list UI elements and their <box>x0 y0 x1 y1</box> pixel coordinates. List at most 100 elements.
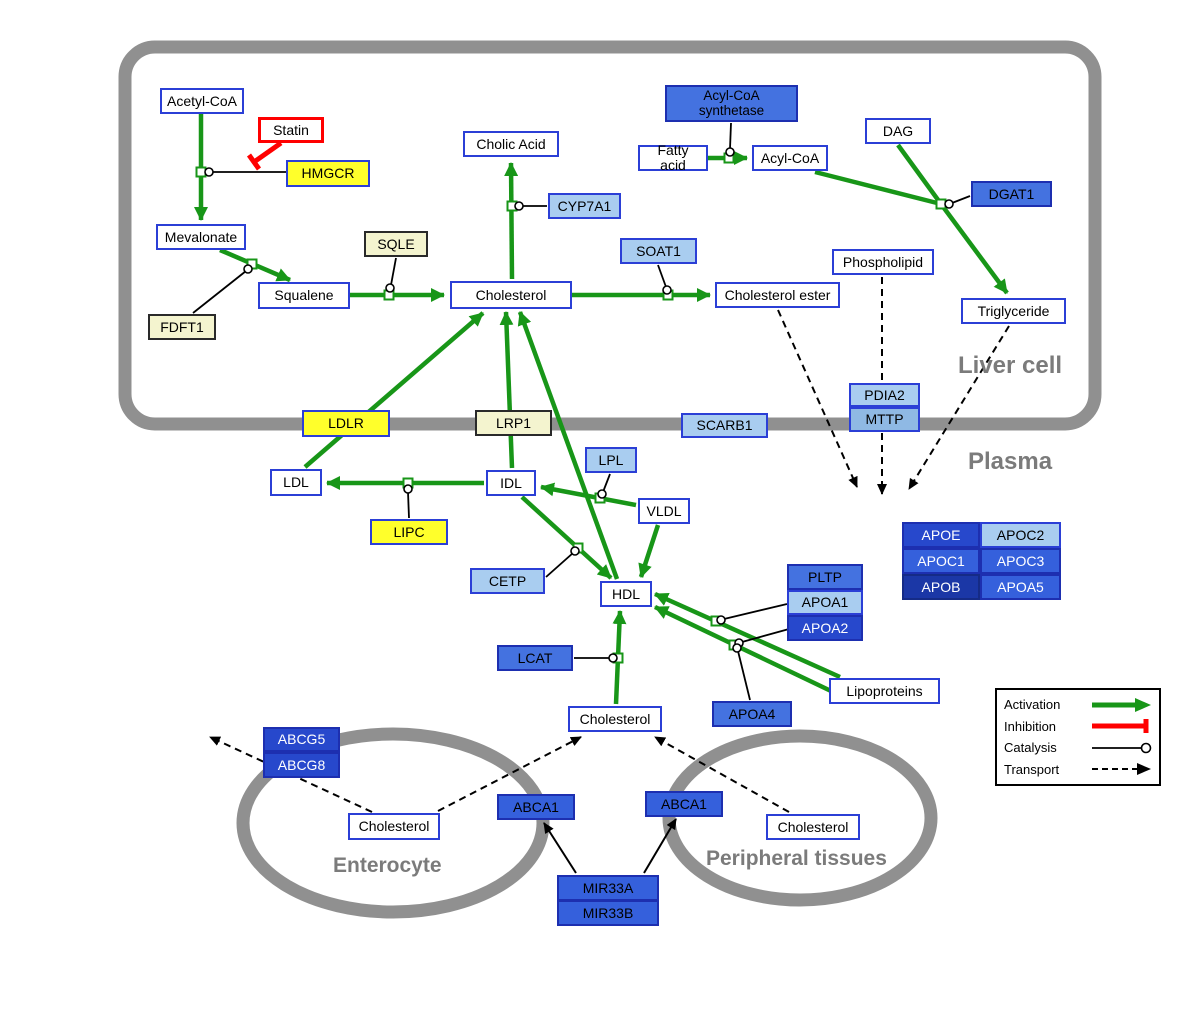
node-hmgcr: HMGCR <box>286 160 370 187</box>
catalysis-endpoints <box>204 147 954 663</box>
edge-cholesterol-cholicacid <box>504 162 519 280</box>
catalysis-fdft1 <box>192 270 247 314</box>
node-lcat: LCAT <box>497 645 573 671</box>
region-label-plasma: Plasma <box>968 448 1053 475</box>
catalysis-dgat1 <box>951 195 971 204</box>
edge-lipoproteins-hdl-lower <box>654 604 832 694</box>
edge-hdl-cholesterol <box>517 311 620 580</box>
catalysis-apoa4 <box>737 650 751 701</box>
node-acyl-coa-synthetase: Acyl-CoA synthetase <box>665 85 798 122</box>
node-ldl: LDL <box>270 469 322 496</box>
enterocyte-membrane <box>236 727 550 919</box>
node-cholesterol-ester: Cholesterol ester <box>715 282 840 308</box>
region-label-peripheral-tissues: Peripheral tissues <box>706 847 887 870</box>
inhibition-edges <box>246 140 283 171</box>
node-lrp1: LRP1 <box>475 410 552 436</box>
legend-label-inhibition: Inhibition <box>1004 718 1057 734</box>
edge-vldl-hdl <box>638 524 661 578</box>
node-mir33a: MIR33A <box>557 875 659 901</box>
node-apoe: APOE <box>902 522 980 548</box>
transport-dashed-arrow-icon <box>1092 763 1151 776</box>
node-hdl: HDL <box>600 581 652 607</box>
node-statin: Statin <box>258 117 324 143</box>
node-vldl: VLDL <box>638 498 690 524</box>
node-cholic-acid: Cholic Acid <box>463 131 559 157</box>
transport-cholesterolester-to-lipoprotein-assembly <box>777 309 858 488</box>
transport-peripheral-cholesterol-to-plasma <box>654 736 790 813</box>
node-apoa5: APOA5 <box>980 574 1061 600</box>
catalysis-sqle <box>390 257 397 286</box>
node-mttp: MTTP <box>849 407 920 432</box>
catalysis-edges <box>192 122 971 874</box>
catalysis-circle-icon <box>1092 742 1152 754</box>
edge-lipoproteins-hdl-upper <box>654 591 841 680</box>
catalysis-apoa1 <box>723 603 788 620</box>
node-pltp: PLTP <box>787 564 863 590</box>
edge-mir33-abca1-right <box>643 818 677 874</box>
node-mir33b: MIR33B <box>557 900 659 926</box>
node-squalene: Squalene <box>258 282 350 309</box>
legend-row-activation: Activation <box>1004 697 1152 713</box>
catalysis-apoa2 <box>741 628 790 643</box>
edge-ldl-cholesterol-via-ldlr <box>303 311 485 469</box>
liver-cell-membrane <box>118 40 1102 431</box>
node-apoc3: APOC3 <box>980 548 1061 574</box>
legend-label-activation: Activation <box>1004 697 1061 713</box>
node-apoa1: APOA1 <box>787 590 863 615</box>
catalysis-acylcoa-synthetase <box>729 122 732 150</box>
node-fatty-acid: Fatty acid <box>638 143 708 172</box>
node-apoc2: APOC2 <box>980 522 1061 548</box>
node-idl: IDL <box>486 470 536 496</box>
node-apob: APOB <box>902 574 980 600</box>
node-abcg8: ABCG8 <box>263 752 340 778</box>
node-abca1-peripheral: ABCA1 <box>645 791 723 817</box>
node-lpl: LPL <box>585 447 637 473</box>
legend-row-transport: Transport <box>1004 761 1152 777</box>
legend-label-catalysis: Catalysis <box>1004 740 1057 756</box>
peripheral-tissues-membrane <box>662 729 938 907</box>
node-lipoproteins: Lipoproteins <box>829 678 940 704</box>
node-sqle: SQLE <box>364 231 428 257</box>
edge-junction-triglyceride <box>939 202 1009 295</box>
edge-acylcoa-junction <box>814 169 942 207</box>
inhibition-statin-tbar <box>246 153 262 171</box>
legend-label-transport: Transport <box>1004 761 1060 777</box>
node-cholesterol-peripheral: Cholesterol <box>766 814 860 840</box>
node-soat1: SOAT1 <box>620 238 697 264</box>
node-apoc1: APOC1 <box>902 548 980 574</box>
node-pdia2: PDIA2 <box>849 383 920 407</box>
edge-mir33-abca1-left <box>543 822 577 874</box>
edge-vldl-idl <box>540 482 637 508</box>
node-acetyl-coa: Acetyl-CoA <box>160 88 244 114</box>
node-dag: DAG <box>865 118 931 144</box>
region-label-liver-cell: Liver cell <box>958 352 1063 379</box>
catalysis-lpl <box>602 473 611 493</box>
node-scarb1: SCARB1 <box>681 413 768 438</box>
edge-dag-junction <box>896 143 943 206</box>
membranes <box>118 40 1102 919</box>
node-ldlr: LDLR <box>302 410 390 437</box>
node-cetp: CETP <box>470 568 545 594</box>
node-acyl-coa: Acyl-CoA <box>752 145 828 171</box>
node-dgat1: DGAT1 <box>971 181 1052 207</box>
node-apoa2: APOA2 <box>787 615 863 641</box>
node-cholesterol-plasma: Cholesterol <box>568 706 662 732</box>
node-cholesterol-liver: Cholesterol <box>450 281 572 309</box>
inhibition-tbar-icon <box>1092 719 1149 734</box>
transport-enterocyte-cholesterol-to-plasma <box>437 736 582 812</box>
node-mevalonate: Mevalonate <box>156 224 246 250</box>
catalysis-cetp <box>545 552 574 578</box>
legend-row-catalysis: Catalysis <box>1004 740 1152 756</box>
inhibition-statin-line <box>252 140 283 165</box>
legend: Activation Inhibition Catalysis Transpor… <box>995 688 1161 786</box>
node-triglyceride: Triglyceride <box>961 298 1066 324</box>
node-lipc: LIPC <box>370 519 448 545</box>
node-cholesterol-enterocyte: Cholesterol <box>348 813 440 840</box>
region-label-enterocyte: Enterocyte <box>333 854 442 877</box>
node-abcg5: ABCG5 <box>263 727 340 752</box>
node-phospholipid: Phospholipid <box>832 249 934 275</box>
node-cyp7a1: CYP7A1 <box>548 193 621 219</box>
node-apoa4: APOA4 <box>712 701 792 727</box>
edge-idl-cholesterol-via-lrp1 <box>499 311 515 469</box>
